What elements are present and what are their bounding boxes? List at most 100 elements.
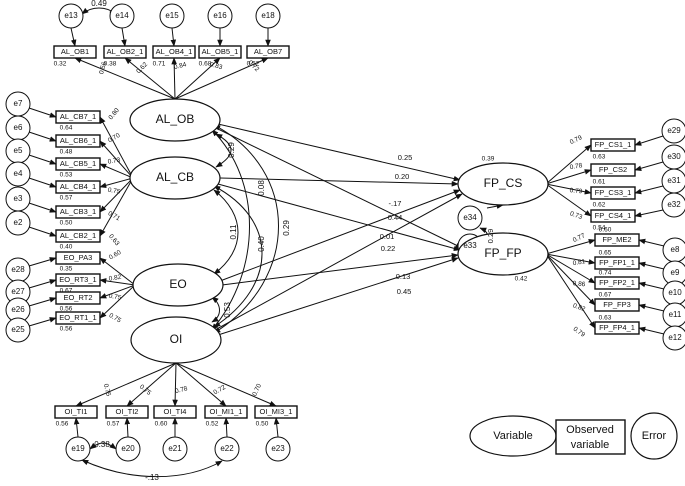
error-e9-label: e9 (671, 268, 680, 277)
path-coef-alob_fpfp: 0.01 (380, 232, 395, 241)
error-e10-label: e10 (668, 288, 682, 297)
cov-alcb-oi: 0.40 (257, 236, 266, 252)
loading-path-eo_rt1_1 (99, 284, 136, 319)
loading-path-al_ob4_1 (171, 57, 177, 100)
covariance-e19-e20 (89, 442, 117, 450)
loading-al_ob1: 0.56 (98, 61, 108, 75)
loading-path-al_cb2_1 (99, 177, 134, 237)
loading-path-fp_fp1_1 (545, 253, 596, 265)
latent-eo-label: EO (169, 277, 186, 291)
structural-path-eo_fpcs (219, 189, 461, 282)
error-e20-label: e20 (121, 444, 135, 453)
indicator-al_cb5_1 (55, 157, 101, 171)
indicator-fp_cs4_1 (590, 209, 636, 223)
indicator-eo_rt3_1-label: EO_RT3_1 (59, 275, 96, 284)
loading-path-al_cb5_1 (99, 163, 134, 179)
cov-e13-e14: 0.49 (91, 0, 107, 8)
error-path-e4 (28, 177, 57, 188)
indicator-eo_rt1_1-label: EO_RT1_1 (59, 313, 96, 322)
error-e28-label: e28 (11, 265, 25, 274)
indicator-al_ob5_1-label: AL_OB5_1 (202, 47, 239, 56)
r2-al_cb3_1: 0.50 (60, 220, 73, 227)
indicator-al_ob1 (53, 45, 97, 59)
latent-oi (130, 316, 222, 364)
error-path-e11 (638, 303, 665, 312)
r2-al_ob2_1: 0.38 (104, 61, 117, 68)
error-path-e10 (638, 281, 665, 290)
loading-al_cb7_1: 0.80 (107, 107, 121, 121)
loading-path-fp_fp2_1 (545, 253, 596, 284)
indicator-eo_rt1_1 (55, 311, 101, 325)
r2-al_ob5_1: 0.68 (199, 61, 212, 68)
error-e2-label: e2 (14, 218, 23, 227)
indicator-fp_me2 (594, 233, 640, 247)
error-path-e13 (70, 27, 77, 47)
loading-fp_me2: 0.77 (572, 232, 587, 244)
indicator-al_cb2_1 (55, 229, 101, 243)
r2-al_ob4_1: 0.71 (153, 61, 166, 68)
indicator-fp_cs2 (590, 163, 636, 177)
r2-oi_ti2: 0.57 (107, 421, 120, 428)
error-path-e15 (170, 27, 177, 47)
error-e8-label: e8 (671, 245, 680, 254)
indicator-al_cb5_1-label: AL_CB5_1 (60, 159, 96, 168)
loading-path-oi_ti2 (126, 362, 177, 407)
loading-al_cb4_1: 0.75 (107, 187, 121, 196)
r2-al_cb4_1: 0.57 (60, 195, 73, 202)
covariance-e19-e22 (81, 459, 223, 478)
indicator-eo_pa3-label: EO_PA3 (64, 253, 93, 262)
indicator-oi_ti1-label: OI_TI1 (65, 407, 88, 416)
indicator-oi_ti2-label: OI_TI2 (116, 407, 139, 416)
r2-fp-cs: 0.39 (482, 156, 495, 163)
loading-eo_rt2: 0.75 (108, 293, 122, 302)
loading-path-al_ob7 (174, 57, 269, 100)
loading-path-fp_cs2 (545, 169, 592, 185)
r2-al_cb6_1: 0.48 (60, 149, 73, 156)
latent-al-ob-label: AL_OB (156, 112, 195, 126)
latent-al-cb-label: AL_CB (156, 170, 194, 184)
structural-path-eo_fpfp (221, 253, 459, 286)
error-e12-label: e12 (668, 333, 682, 342)
error-path-e32 (634, 209, 664, 218)
paths-layer (28, 7, 665, 478)
error-e15 (159, 3, 185, 29)
error-e14-label: e14 (115, 11, 129, 20)
error-e19 (65, 436, 91, 462)
error-e32-label: e32 (667, 200, 681, 209)
loading-fp_cs3_1: 0.79 (569, 187, 583, 195)
indicator-al_ob7 (246, 45, 290, 59)
path-coef-alcb_fpcs: 0.20 (395, 172, 410, 181)
structural-path-oi_fpcs (214, 193, 463, 331)
loading-al_ob2_1: 0.62 (135, 61, 149, 75)
error-e19-label: e19 (71, 444, 85, 453)
loading-path-fp_cs1_1 (545, 144, 592, 185)
indicator-al_cb4_1-label: AL_CB4_1 (60, 182, 96, 191)
cov-eo-oi: 0.53 (223, 302, 232, 318)
latent-al-cb (129, 156, 221, 200)
error-path-e31 (634, 185, 664, 195)
error-e22-label: e22 (220, 444, 234, 453)
indicator-al_cb4_1 (55, 180, 101, 194)
loading-fp_fp3: 0.82 (572, 302, 587, 313)
r2-al_cb7_1: 0.64 (60, 125, 73, 132)
loading-eo_pa3: 0.60 (108, 249, 123, 262)
loading-fp_cs4_1: 0.73 (569, 210, 584, 221)
indicator-al_cb3_1-label: AL_CB3_1 (60, 207, 96, 216)
loading-oi_ti1: 0.75 (102, 383, 112, 397)
path-coef-eo_fpcs: -.17 (389, 199, 402, 208)
indicator-al_ob4_1-label: AL_OB4_1 (156, 47, 193, 56)
loading-al_ob4_1: 0.84 (173, 61, 187, 71)
structural-path-alcb_fpcs (219, 177, 459, 187)
loading-oi_ti4: 0.78 (174, 385, 188, 395)
error-path-e9 (638, 261, 665, 270)
indicator-al_cb6_1-label: AL_CB6_1 (60, 136, 96, 145)
r2-eo_pa3: 0.35 (60, 266, 73, 273)
error-path-e5 (28, 154, 57, 165)
loading-al_cb2_1: 0.63 (107, 233, 121, 247)
loading-al_ob5_1: 0.83 (209, 61, 223, 71)
error-e2 (5, 210, 31, 236)
structural-path-alob_fpfp (215, 127, 463, 249)
indicator-fp_cs3_1-label: FP_CS3_1 (595, 188, 632, 197)
r2-fp_cs1_1: 0.63 (593, 154, 606, 161)
indicator-al_ob4_1 (152, 45, 196, 59)
